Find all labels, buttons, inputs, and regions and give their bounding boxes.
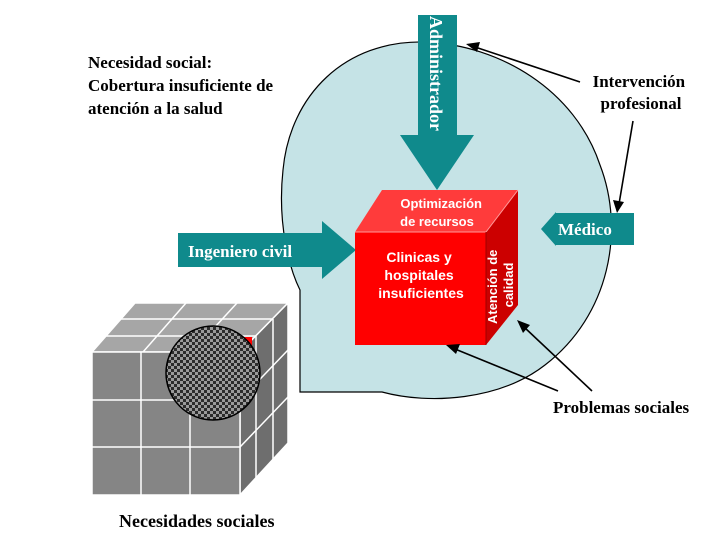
cube-side-text: Atención de calidad <box>485 246 516 324</box>
pointer-to-cube-side <box>523 326 593 392</box>
administrator-label: Administrador <box>426 16 446 131</box>
cube-top-text: Optimización de recursos <box>400 196 485 229</box>
magnified-circle <box>165 325 261 421</box>
pointer-to-administrator <box>474 46 581 83</box>
pointer-to-doctor <box>618 120 634 205</box>
pointer-to-cube-front <box>454 348 559 392</box>
pointer-arrows <box>446 42 634 392</box>
doctor-label: Médico <box>558 220 612 239</box>
administrator-arrow <box>400 15 474 190</box>
needs-label: Necesidades sociales <box>119 511 274 531</box>
civil-engineer-arrow <box>178 221 356 279</box>
civil-engineer-label: Ingeniero civil <box>188 242 292 261</box>
problems-cube <box>355 189 519 345</box>
doctor-arrow <box>541 212 634 246</box>
cube-front-text: Clinicas y hospitales insuficientes <box>378 249 464 301</box>
cube-front-face <box>355 232 486 345</box>
intervention-label: Intervención profesional <box>593 72 690 113</box>
cube-top-face <box>355 190 518 232</box>
need-heading: Necesidad social: Cobertura insuficiente… <box>88 53 277 118</box>
problems-label: Problemas sociales <box>553 398 690 417</box>
cube-side-face <box>486 190 518 345</box>
